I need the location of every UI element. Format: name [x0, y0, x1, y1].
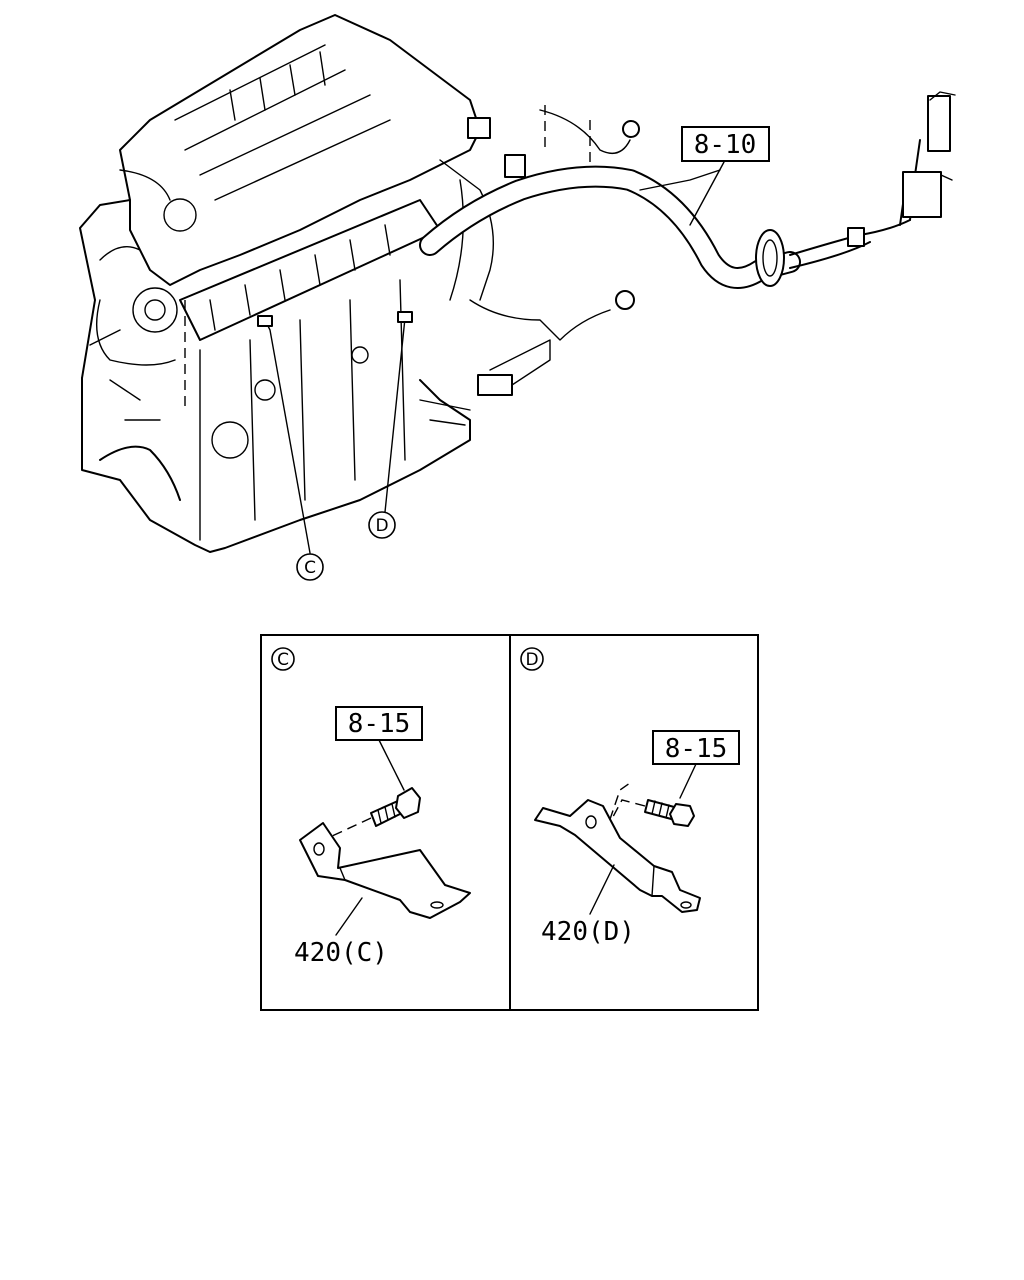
- ref-8-10-callout: 8-10: [681, 126, 770, 226]
- bracket-d: [534, 799, 701, 913]
- detail-panel-c: C 8-15 420(C): [271, 647, 471, 968]
- bolt-c: [329, 787, 421, 838]
- harness-connector: [902, 171, 942, 218]
- bracket-c: [299, 822, 471, 919]
- ref-label-8-15-c: 8-15: [348, 709, 411, 739]
- harness-connector-top: [927, 95, 951, 152]
- ref-label-8-15-d: 8-15: [665, 734, 728, 764]
- ref-box-8-10: [681, 126, 770, 162]
- bolt-d: [606, 782, 695, 829]
- callout-c-circle: [296, 553, 324, 581]
- panel-c-tag-circle: [271, 647, 295, 671]
- detail-frame: [260, 634, 759, 1011]
- callout-c: C: [257, 315, 324, 581]
- ref-label-8-10: 8-10: [694, 130, 757, 160]
- engine-assembly: [79, 14, 640, 553]
- callout-c-label: C: [304, 558, 316, 578]
- panel-d-tag: D: [525, 650, 538, 670]
- detail-panel-d: D 8-15 420(D): [520, 647, 740, 947]
- panel-c-tag: C: [277, 650, 289, 670]
- grommet: [755, 229, 785, 287]
- part-label-420-c: 420(C): [294, 938, 388, 968]
- main-harness: [419, 91, 956, 289]
- panel-d-tag-circle: [520, 647, 544, 671]
- callout-d-label: D: [375, 516, 388, 536]
- part-label-420-d: 420(D): [541, 917, 635, 947]
- callout-d: D: [368, 311, 413, 539]
- ref-box-8-15-d: [652, 730, 740, 765]
- callout-d-circle: [368, 511, 396, 539]
